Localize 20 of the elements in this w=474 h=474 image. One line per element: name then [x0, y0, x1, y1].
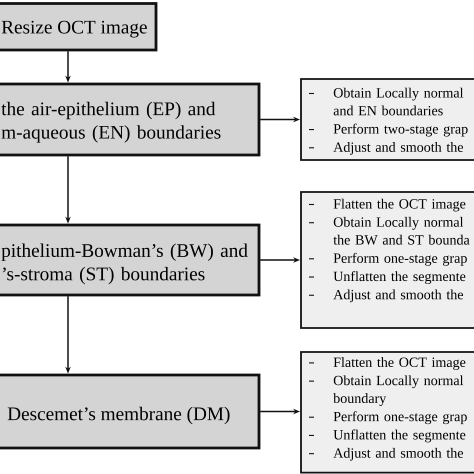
- list-item: Obtain Locally normal the BW and ST bounda: [333, 216, 470, 245]
- list-item: Unflatten the segmente: [334, 271, 466, 284]
- list-item: Perform one-stage grap: [334, 411, 467, 424]
- list-item: Unflatten the segmente: [334, 430, 466, 442]
- note-box: [300, 351, 474, 474]
- note-box: [300, 191, 474, 329]
- list-item: Perform one-stage grap: [334, 252, 467, 266]
- process-box: Descemet’s membrane (DM): [0, 374, 260, 450]
- list-item: Adjust and smooth the: [333, 448, 464, 461]
- list-item: Perform two-stage grap: [334, 124, 468, 137]
- note-box: [300, 78, 474, 161]
- list-item: Flatten the OCT image: [334, 198, 466, 212]
- process-box: the air-epithelium (EP) and m-aqueous (EN) boundaries: [0, 82, 260, 156]
- list-item: Adjust and smooth the: [333, 289, 464, 302]
- process-box: pithelium-Bowman’s (BW) and ’s-stroma (ST) boundaries: [0, 224, 260, 296]
- list-item: Flatten the OCT image: [334, 357, 466, 370]
- list-item: Obtain Locally normal and EN boundaries: [334, 88, 464, 116]
- list-item: Obtain Locally normal boundary: [333, 375, 464, 406]
- list-item: Adjust and smooth the: [333, 142, 464, 155]
- process-box: Resize OCT image: [0, 2, 158, 52]
